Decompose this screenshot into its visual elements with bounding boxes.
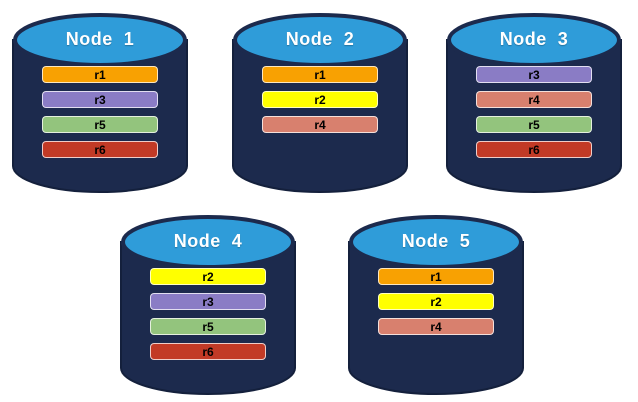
- replica-bar-r1: r1: [378, 268, 494, 285]
- node-title: Node 4: [173, 231, 243, 251]
- node-title: Node 1: [65, 29, 135, 49]
- replica-bar-r1: r1: [42, 66, 158, 83]
- replica-bar-r4: r4: [476, 91, 592, 108]
- replica-bar-r4: r4: [378, 318, 494, 335]
- replica-bar-r3: r3: [476, 66, 592, 83]
- node-title: Node 5: [401, 231, 471, 251]
- replica-bar-list: r1 r2 r4: [262, 66, 378, 141]
- replica-bar-list: r1 r2 r4: [378, 268, 494, 343]
- replica-bar-r6: r6: [42, 141, 158, 158]
- replica-bar-list: r1 r3 r5 r6: [42, 66, 158, 166]
- replica-bar-r6: r6: [150, 343, 266, 360]
- node-cylinder-1: Node 1 r1 r3 r5 r6: [10, 8, 190, 198]
- replica-bar-r4: r4: [262, 116, 378, 133]
- node-cylinder-3: Node 3 r3 r4 r5 r6: [444, 8, 624, 198]
- replica-bar-r5: r5: [150, 318, 266, 335]
- node-cylinder-4: Node 4 r2 r3 r5 r6: [118, 210, 298, 400]
- replica-bar-list: r2 r3 r5 r6: [150, 268, 266, 368]
- replica-bar-r6: r6: [476, 141, 592, 158]
- node-title: Node 2: [285, 29, 355, 49]
- replica-bar-r3: r3: [150, 293, 266, 310]
- replica-bar-list: r3 r4 r5 r6: [476, 66, 592, 166]
- replica-bar-r2: r2: [262, 91, 378, 108]
- node-cylinder-5: Node 5 r1 r2 r4: [346, 210, 526, 400]
- replica-bar-r2: r2: [150, 268, 266, 285]
- replica-bar-r3: r3: [42, 91, 158, 108]
- replica-bar-r1: r1: [262, 66, 378, 83]
- replica-bar-r5: r5: [476, 116, 592, 133]
- replica-bar-r5: r5: [42, 116, 158, 133]
- replica-bar-r2: r2: [378, 293, 494, 310]
- node-cylinder-2: Node 2 r1 r2 r4: [230, 8, 410, 198]
- node-title: Node 3: [499, 29, 569, 49]
